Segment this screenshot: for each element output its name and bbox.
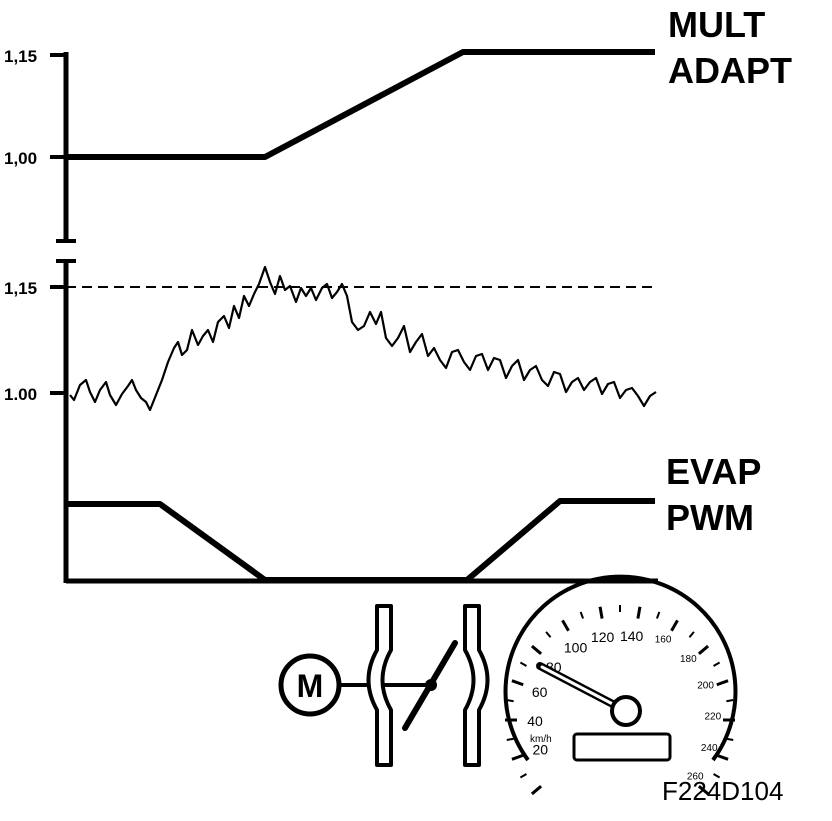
adapt-label: ADAPT — [668, 50, 792, 91]
speedometer-tick — [530, 785, 543, 796]
speedometer-scale-label: 40 — [527, 713, 543, 729]
pwm-label: PWM — [666, 497, 754, 538]
speedometer-tick — [688, 631, 695, 638]
speedometer-scale-label: 60 — [532, 684, 548, 700]
speedometer-scale-label: 140 — [620, 628, 644, 644]
speedometer-tick — [511, 753, 524, 761]
mid-tick-low-label: 1.00 — [4, 385, 37, 404]
speedometer-tick — [726, 699, 734, 703]
speedometer-tick — [561, 619, 570, 632]
mult-label: MULT — [668, 4, 765, 45]
motor-letter: M — [297, 668, 324, 704]
speedometer-tick — [598, 606, 604, 619]
speedometer-tick — [697, 785, 710, 796]
figure-code: F224D104 — [662, 776, 783, 806]
speedometer-tick — [726, 737, 734, 741]
speedometer-scale-label: 200 — [697, 681, 714, 692]
speedometer-scale-label: 100 — [564, 640, 588, 656]
speedometer-tick — [530, 644, 543, 655]
speedometer-tick — [511, 679, 524, 687]
speedometer-tick — [506, 699, 514, 703]
speedometer-tick — [636, 606, 642, 619]
top-tick-high-label: 1,15 — [4, 47, 37, 66]
speedometer-hub — [610, 695, 642, 727]
speedometer-tick — [670, 619, 679, 632]
speedometer-tick — [519, 661, 527, 667]
speedometer-tick — [655, 611, 661, 619]
odometer-display — [572, 732, 672, 762]
speedometer-dial — [503, 574, 738, 762]
evap-label: EVAP — [666, 451, 761, 492]
speedometer-ticks — [505, 605, 735, 796]
speedometer-tick — [506, 737, 514, 741]
motor-throttle-icon: M — [278, 604, 490, 767]
speedometer-tick — [713, 661, 721, 667]
speedometer-tick — [545, 631, 552, 638]
throttle-pivot — [425, 679, 437, 691]
evap-pwm-line — [66, 498, 655, 583]
speedometer-scale-label: 180 — [680, 654, 697, 665]
speedometer-tick — [519, 773, 527, 779]
evap-pwm-graph: EVAP PWM — [66, 451, 761, 584]
speedometer-scale-label: 260 — [687, 772, 704, 783]
speedometer-unit-label: km/h — [530, 734, 552, 745]
speedometer-scale-label: 160 — [655, 635, 672, 646]
speedometer-tick — [697, 644, 710, 655]
speedometer-scale-label: 240 — [701, 743, 718, 754]
mid-tick-high-label: 1,15 — [4, 279, 37, 298]
speedometer-scale-label: 120 — [591, 629, 615, 645]
throttle-body-left-wall — [366, 604, 393, 767]
speedometer-scale-label: 20 — [532, 741, 548, 757]
speedometer-tick — [579, 611, 585, 619]
top-tick-low-label: 1,00 — [4, 149, 37, 168]
throttle-body-right-wall — [463, 604, 490, 767]
adaptation-signal-graph: 1,15 1.00 — [4, 259, 657, 583]
speedometer-scale-label: 220 — [704, 712, 721, 723]
mult-adapt-line — [66, 49, 655, 160]
speedometer-tick — [716, 753, 729, 761]
mult-adapt-graph: 1,15 1,00 MULT ADAPT — [4, 4, 792, 243]
adaptation-noisy-line — [69, 265, 657, 412]
speedometer-tick — [716, 679, 729, 687]
speedometer-tick — [713, 773, 721, 779]
